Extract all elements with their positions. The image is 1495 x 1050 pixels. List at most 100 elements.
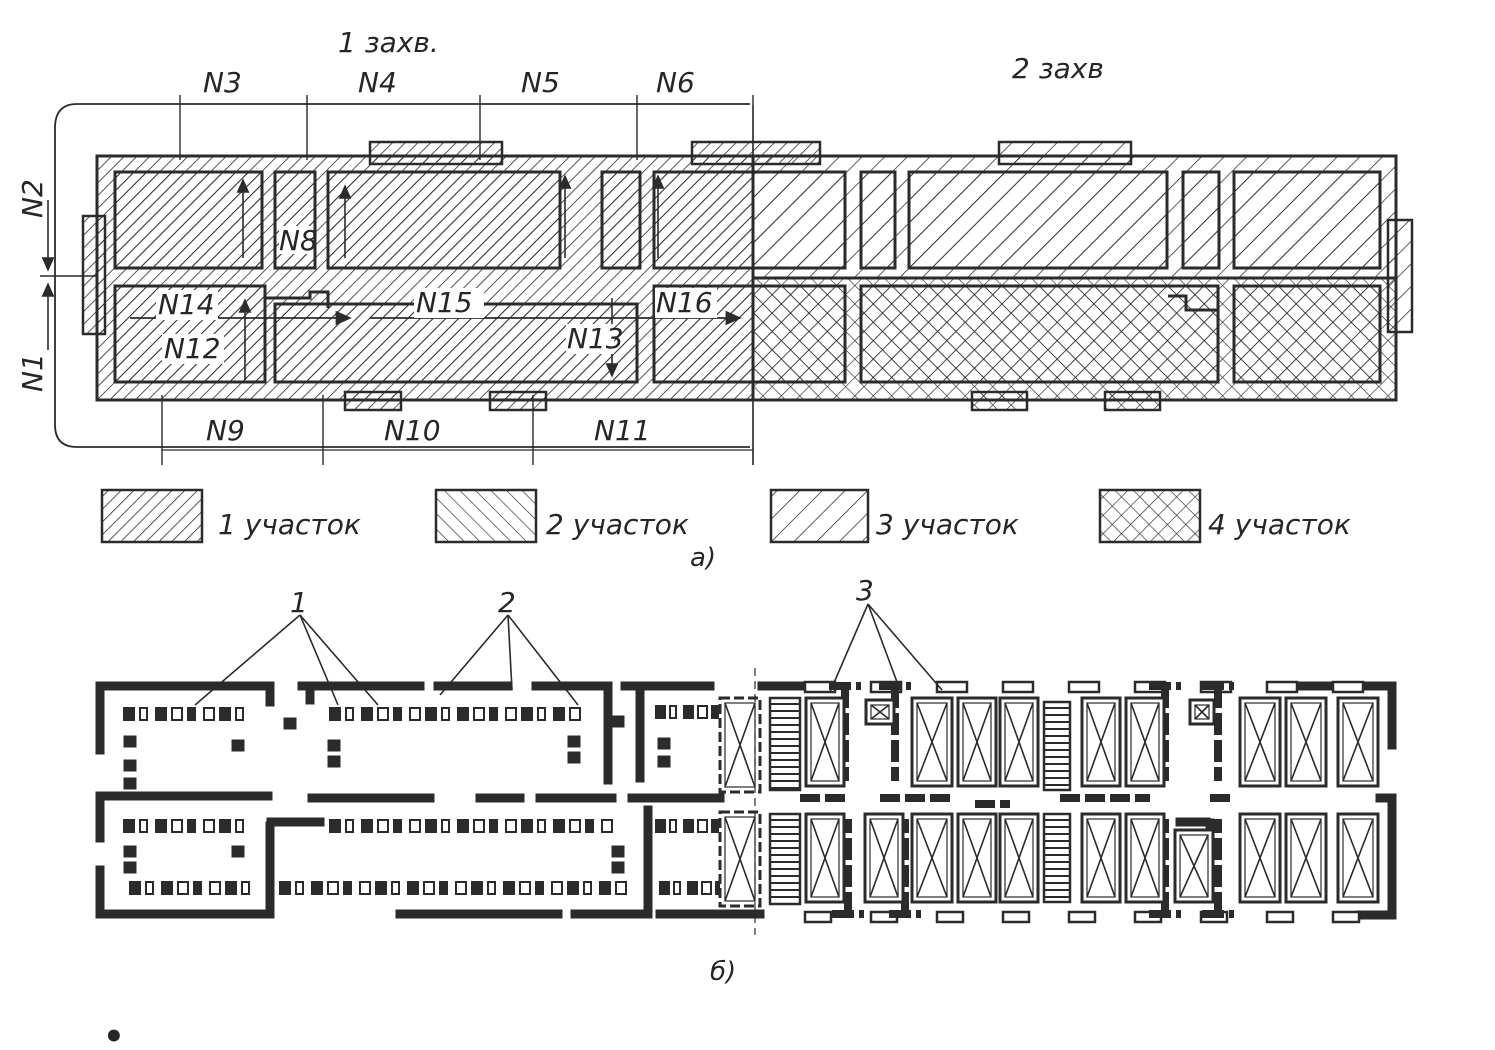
corridor-wall-right bbox=[800, 794, 1232, 808]
panel-stack bbox=[1080, 696, 1122, 788]
dim-left-n1: N1 bbox=[16, 353, 49, 392]
room-grip2-lower bbox=[751, 284, 847, 384]
panel-stack-inner bbox=[1290, 818, 1322, 898]
furniture-block bbox=[425, 819, 437, 833]
furniture-block bbox=[455, 881, 467, 895]
crane-path bbox=[54, 103, 750, 448]
wall bbox=[95, 681, 275, 755]
panel-stack-inner bbox=[1244, 702, 1276, 782]
panel-stack bbox=[864, 698, 896, 726]
furniture-block bbox=[393, 819, 402, 833]
furniture-block bbox=[235, 707, 244, 721]
furniture-block bbox=[231, 739, 245, 752]
furniture-block bbox=[161, 881, 173, 895]
inner-label-bg bbox=[156, 226, 717, 364]
furniture-block bbox=[669, 705, 677, 719]
furniture-block bbox=[391, 881, 400, 895]
panel-stack bbox=[804, 696, 846, 788]
room-grip2-upper bbox=[1181, 170, 1221, 270]
furniture-block bbox=[225, 881, 237, 895]
panel-stack bbox=[718, 810, 762, 908]
dim-top-n5: N5 bbox=[521, 66, 560, 99]
plan-b-stairs bbox=[768, 696, 1072, 906]
panel-stack-cross bbox=[1342, 702, 1374, 782]
panel-stack-cross bbox=[1244, 702, 1276, 782]
wall-stub bbox=[1265, 680, 1299, 694]
furniture-block bbox=[235, 819, 244, 833]
furniture-block bbox=[139, 819, 148, 833]
furniture-block bbox=[585, 819, 594, 833]
corridor-notch bbox=[263, 290, 330, 308]
panel-stack-cross bbox=[1130, 702, 1160, 782]
panel-stack-cross bbox=[1130, 818, 1160, 898]
panel-stack-inner bbox=[1290, 702, 1322, 782]
legend-label-2: 2 участок bbox=[546, 508, 689, 541]
room-grip1 bbox=[652, 170, 755, 270]
plan-a-rooms bbox=[113, 170, 1382, 384]
dim-top-n4: N4 bbox=[358, 66, 397, 99]
furniture-block bbox=[473, 707, 485, 721]
balcony bbox=[1103, 390, 1162, 412]
furniture-block bbox=[567, 735, 581, 748]
panel-stack-inner bbox=[810, 702, 840, 782]
balcony bbox=[997, 140, 1133, 166]
grip-2-label: 2 захв bbox=[1012, 52, 1104, 85]
furniture-block bbox=[145, 881, 154, 895]
furniture-block bbox=[611, 715, 625, 728]
furniture-block bbox=[425, 707, 437, 721]
panel-stack-cross bbox=[1244, 818, 1276, 898]
furniture-block bbox=[129, 881, 141, 895]
panel-stack bbox=[1336, 696, 1380, 788]
panel-stack bbox=[1238, 812, 1282, 904]
legend-label-3: 3 участок bbox=[876, 508, 1019, 541]
furniture-block bbox=[209, 881, 221, 895]
furniture-block bbox=[219, 707, 231, 721]
furniture-block bbox=[359, 881, 371, 895]
wall bbox=[265, 817, 325, 919]
end-block-right bbox=[1386, 218, 1414, 334]
furniture-block bbox=[123, 735, 137, 748]
panel-stack-inner bbox=[916, 818, 948, 898]
furniture-block bbox=[471, 881, 483, 895]
furniture-block bbox=[611, 845, 625, 858]
dim-left-n2: N2 bbox=[16, 179, 49, 218]
furniture-block bbox=[193, 881, 202, 895]
panel-stack bbox=[1284, 812, 1328, 904]
wall-stub bbox=[935, 910, 965, 924]
callout-leaders bbox=[194, 603, 943, 706]
balcony bbox=[970, 390, 1029, 412]
panel-stack-cross bbox=[724, 816, 756, 902]
panel-stack-cross bbox=[1290, 818, 1322, 898]
panel-stack-cross bbox=[724, 702, 756, 788]
balcony bbox=[690, 140, 822, 166]
furniture-block bbox=[569, 707, 581, 721]
panel-stack bbox=[1284, 696, 1328, 788]
dim-top-n6: N6 bbox=[656, 66, 695, 99]
furniture-block bbox=[187, 707, 196, 721]
furniture-block bbox=[329, 819, 341, 833]
furniture-block bbox=[583, 881, 592, 895]
panel-stack-frame bbox=[998, 696, 1040, 788]
furniture-block bbox=[409, 819, 421, 833]
furniture-block bbox=[361, 707, 373, 721]
furniture-block bbox=[537, 819, 546, 833]
dim-top-n3: N3 bbox=[203, 66, 242, 99]
panel-stack-cross bbox=[1290, 702, 1322, 782]
inner-label-n13: N13 bbox=[567, 322, 624, 355]
panel-stack bbox=[804, 812, 846, 904]
furniture-block bbox=[187, 819, 196, 833]
furniture-block bbox=[655, 819, 666, 833]
furniture-block bbox=[599, 881, 611, 895]
furniture-block bbox=[655, 705, 666, 719]
legend-swatch-3 bbox=[769, 488, 870, 544]
furniture-block bbox=[615, 881, 627, 895]
dim-top-ticks bbox=[179, 95, 754, 160]
furniture-block bbox=[673, 881, 681, 895]
legend-label-4: 4 участок bbox=[1208, 508, 1351, 541]
grip-1-label: 1 захв. bbox=[338, 26, 439, 59]
furniture-block bbox=[203, 707, 215, 721]
panel-stack-cross bbox=[1179, 834, 1209, 898]
furniture-block bbox=[701, 881, 712, 895]
inner-label-n16: N16 bbox=[656, 286, 713, 319]
